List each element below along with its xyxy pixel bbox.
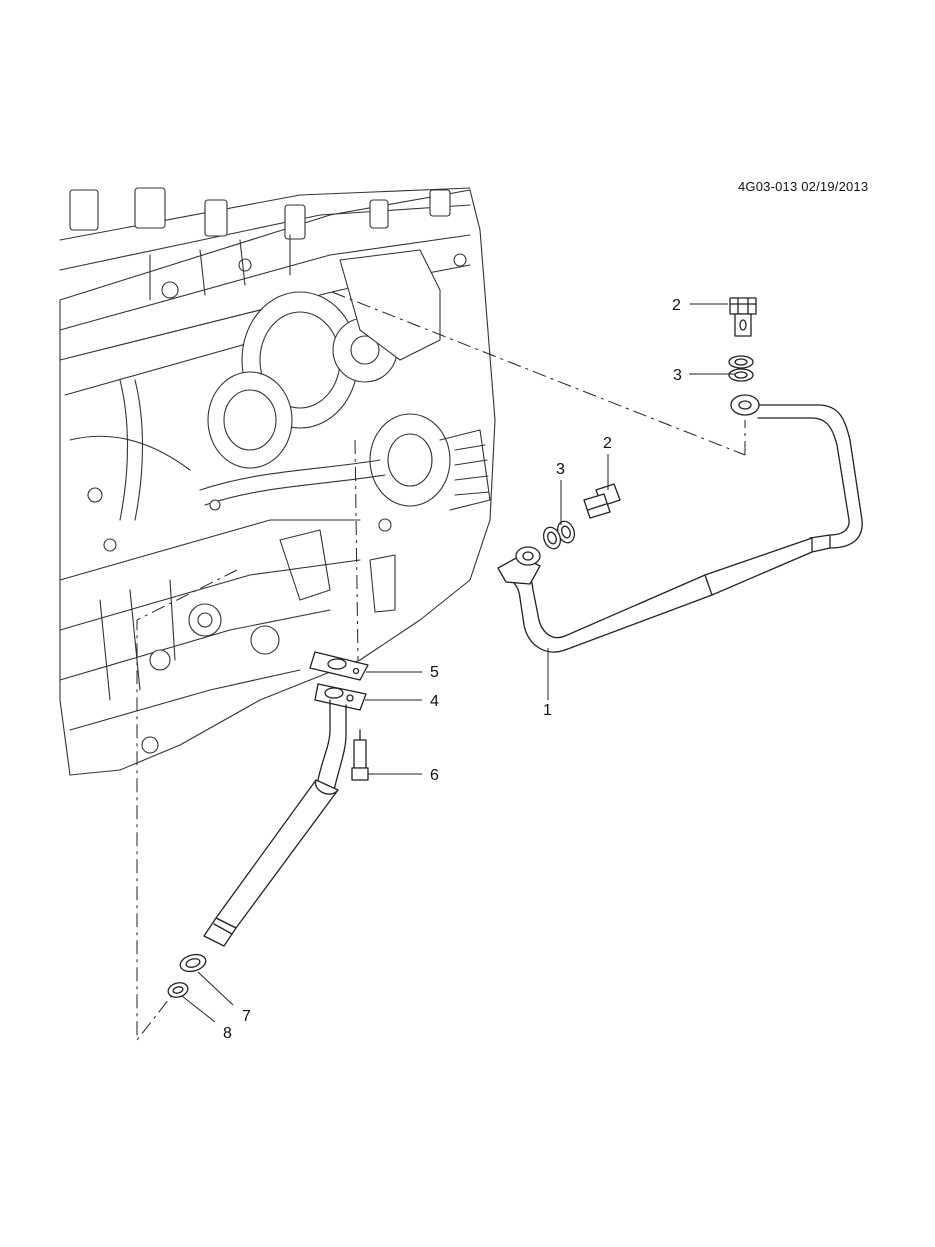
- callout-8: 8: [223, 1025, 232, 1042]
- callout-2-lower: 2: [603, 435, 612, 452]
- sealing-washer-7: [179, 953, 207, 973]
- callout-3-lower: 3: [556, 461, 565, 478]
- callout-5: 5: [430, 664, 439, 681]
- oil-return-pipe: [203, 683, 367, 947]
- flange-bolt: [351, 729, 369, 781]
- oil-feed-pipe: [497, 394, 863, 653]
- callout-6: 6: [430, 767, 439, 784]
- callout-1: 1: [543, 702, 552, 719]
- sealing-washer-lower: [542, 520, 576, 550]
- callout-4: 4: [430, 693, 439, 710]
- callout-3-upper: 3: [673, 367, 682, 384]
- callout-7: 7: [242, 1008, 251, 1025]
- sealing-washer-8: [167, 982, 189, 998]
- gasket: [309, 651, 369, 681]
- engine-block-illustration: [59, 187, 496, 776]
- callout-labels: 2 3 2 3 1 5 4 6 7 8: [223, 297, 682, 1042]
- diagram-reference-code: 4G03-013 02/19/2013: [738, 179, 869, 194]
- sealing-washer-upper: [728, 355, 754, 382]
- banjo-bolt-upper: [729, 297, 757, 337]
- callout-leaders: [181, 303, 735, 1023]
- assembly-leader-lines: [136, 291, 746, 1042]
- callout-2-upper: 2: [672, 297, 681, 314]
- banjo-bolt-lower: [583, 483, 621, 519]
